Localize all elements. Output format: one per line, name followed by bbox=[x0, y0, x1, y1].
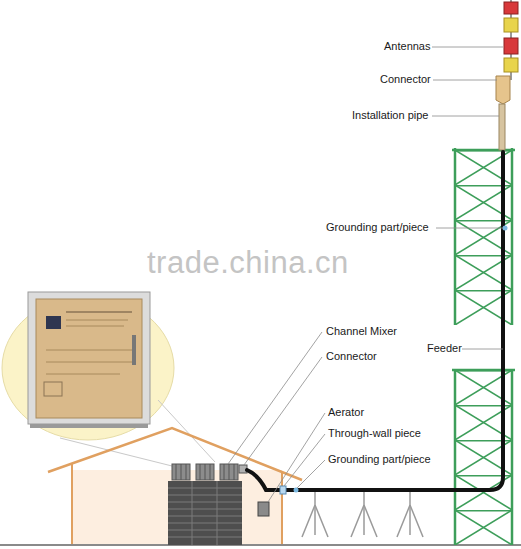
cable-support bbox=[302, 490, 423, 537]
part-label: Through-wall piece bbox=[328, 427, 421, 440]
part-label: Feeder bbox=[427, 342, 462, 355]
installation-pipe bbox=[499, 104, 505, 150]
connector-part bbox=[496, 76, 510, 104]
part-label: Antennas bbox=[384, 40, 430, 53]
part-label: Connector bbox=[380, 73, 431, 86]
antenna-element bbox=[504, 38, 518, 54]
house-wall bbox=[72, 470, 282, 545]
rack-shelves bbox=[168, 481, 242, 545]
antenna-element bbox=[504, 2, 518, 14]
watermark: trade.china.cn bbox=[147, 246, 349, 280]
feeder-cable bbox=[247, 152, 503, 490]
part-label: Channel Mixer bbox=[326, 325, 397, 338]
cabinet-photo bbox=[2, 292, 215, 466]
ground-line bbox=[0, 544, 521, 546]
rack-body bbox=[168, 481, 242, 545]
cabinet-screen bbox=[46, 316, 61, 329]
antenna-mast bbox=[496, 0, 518, 150]
panel-text-line bbox=[46, 350, 132, 351]
house-roof bbox=[48, 428, 302, 480]
cabinet-front bbox=[36, 299, 142, 418]
panel-text-line bbox=[46, 362, 132, 363]
house-wall-edge bbox=[71, 463, 73, 545]
channel-mixer bbox=[172, 464, 238, 480]
part-label: Aerator bbox=[328, 406, 364, 419]
aerator-box bbox=[258, 502, 269, 516]
house-wall-edge bbox=[281, 471, 283, 545]
part-label: Connector bbox=[326, 350, 377, 363]
part-label: Grounding part/piece bbox=[328, 453, 431, 466]
antenna-element bbox=[504, 18, 518, 32]
cabinet-handle bbox=[132, 335, 136, 365]
antenna-element bbox=[504, 58, 518, 72]
panel-text-line bbox=[66, 311, 132, 313]
grounding-clamp bbox=[503, 226, 508, 231]
vent bbox=[44, 382, 62, 396]
part-label: Installation pipe bbox=[352, 109, 428, 122]
cabinet-base bbox=[30, 424, 148, 428]
equipment-rack bbox=[168, 464, 247, 545]
panel-text-line bbox=[46, 374, 120, 375]
cabinet-frame bbox=[28, 292, 150, 424]
through-wall-piece bbox=[280, 486, 286, 494]
part-label: Grounding part/piece bbox=[326, 221, 429, 234]
panel-text-line bbox=[66, 326, 124, 327]
grounding-clamp bbox=[294, 488, 299, 493]
house bbox=[0, 428, 521, 545]
panel-text-line bbox=[66, 320, 128, 321]
